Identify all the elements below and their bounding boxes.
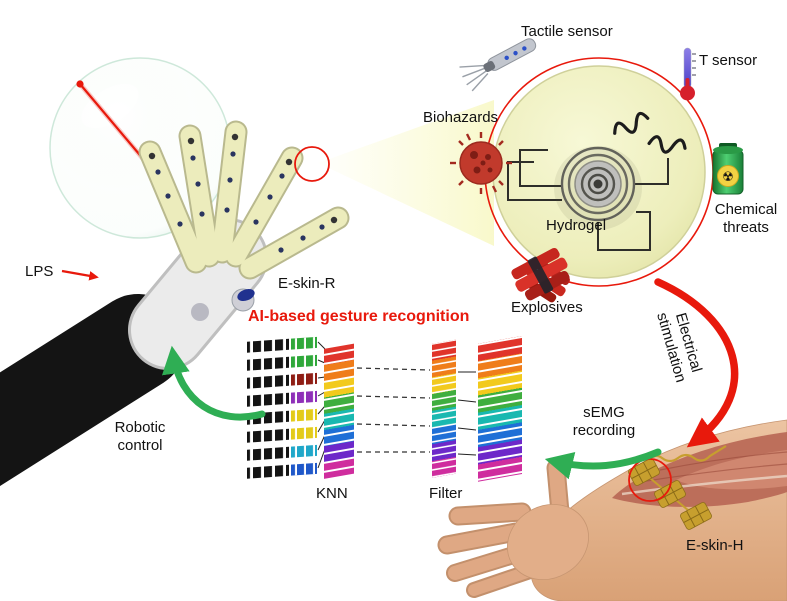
semg-recording-label: sEMG recording [560,404,648,439]
semg-line1: sEMG [583,404,625,421]
nn-output-layer [478,335,522,482]
robotic-control-line1: Robotic [114,419,166,436]
eskin-h-patches [628,445,727,530]
filter-label: Filter [429,485,463,502]
neural-network [247,335,522,482]
virus-icon [450,132,512,194]
nn-input-layer [247,336,317,479]
palm-sensor-pad [237,288,255,302]
nn-connections-input-knn [317,341,326,469]
ai-title: AI-based gesture recognition [248,308,470,325]
t-sensor-label: T sensor [699,52,758,69]
robotic-control-label: Robotic control [100,419,180,454]
radiation-icon: ☢ [722,170,734,185]
lps-label: LPS [25,263,54,280]
semg-arrow [544,448,662,480]
nn-connections-filter-output [457,371,477,456]
nn-knn-layer [324,343,354,479]
hydrogel-device [484,57,714,287]
knn-label: KNN [316,485,348,502]
lps-arrow [61,269,99,281]
arm-annotation-circle [628,458,672,502]
chemical-threats-label: Chemical threats [703,201,787,236]
circuit-traces [507,149,669,251]
nn-connections-knn-filter [356,367,431,453]
light-cone [318,100,494,246]
thermometer-icon [680,47,696,101]
e-skin-r-label: E-skin-R [278,275,336,292]
robot-hand [0,120,350,486]
hydrogel-label: Hydrogel [546,217,607,234]
robot-palm [131,221,265,367]
chemical-canister-icon: ☢ [712,143,744,195]
gas-sensor-squiggles [613,111,687,154]
tactile-sensor-label: Tactile sensor [521,23,613,40]
tactile-sensor-icon [459,38,537,92]
e-skin-h-label: E-skin-H [686,537,744,554]
finger-eskin-marks [148,133,338,253]
explosives-label: Explosives [511,299,583,316]
robot-forearm [0,294,186,486]
nn-filter-layer [432,339,456,478]
laser-dot [76,80,84,88]
chemical-threats-line2: threats [723,218,769,236]
forearm-muscles [612,432,787,507]
hydrogel-coil [554,146,642,230]
chemical-threats-line1: Chemical [714,201,778,218]
biohazards-label: Biohazards [423,109,499,126]
robotic-control-arrow [161,345,266,421]
finger-annotation-circle [294,146,330,182]
explosives-icon [511,247,570,303]
electrical-stimulation-arrow [654,278,739,448]
semg-line2: recording [572,421,636,439]
robotic-control-line2: control [117,436,163,454]
radiation-badge [717,165,739,187]
